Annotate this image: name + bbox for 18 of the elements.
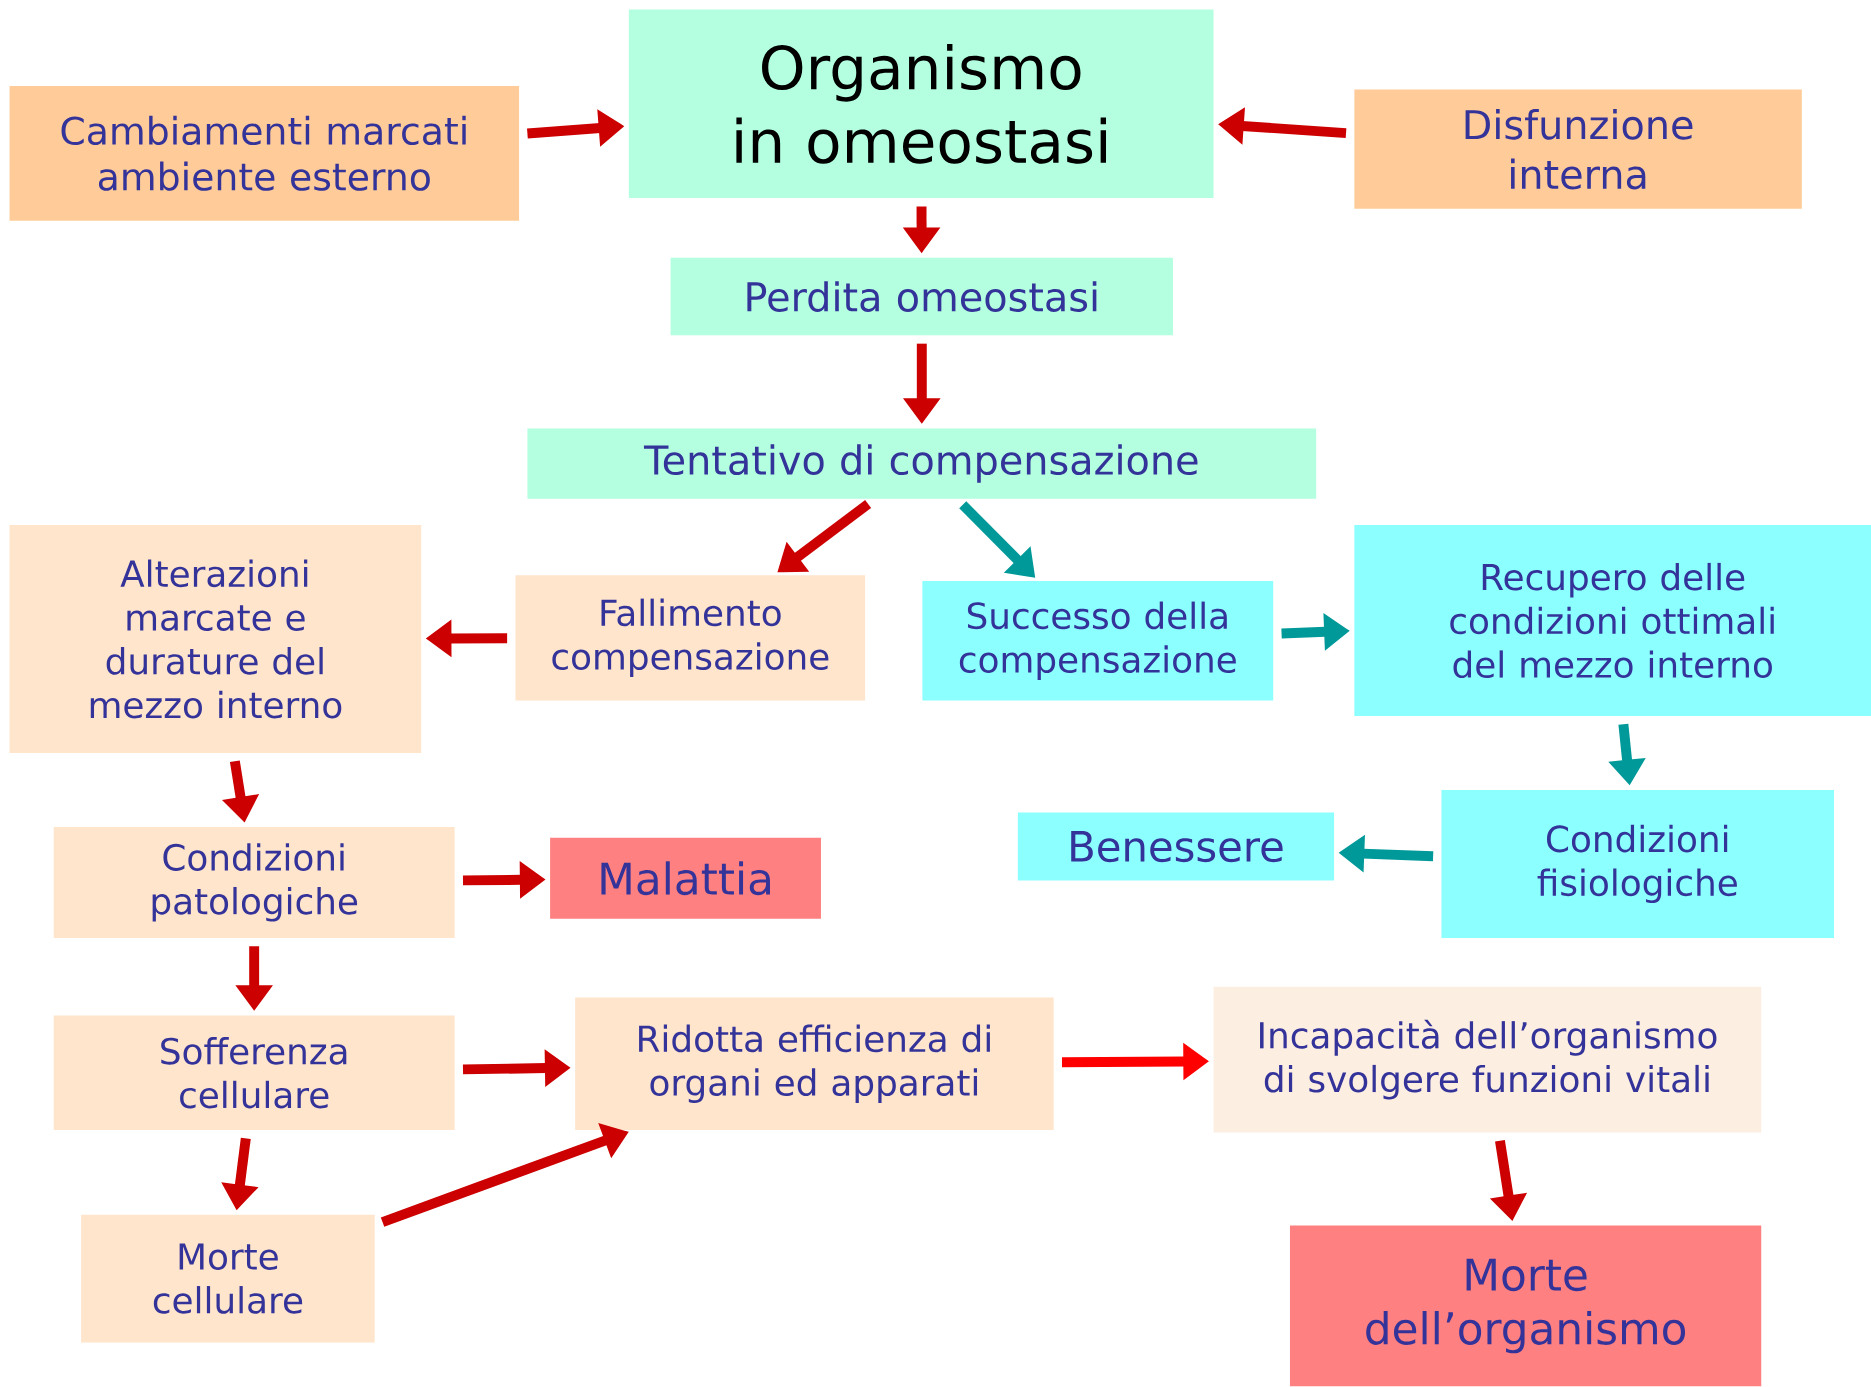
process-box: Sofferenza cellulare [53, 1015, 455, 1131]
process-box: Disfunzione interna [1354, 89, 1802, 210]
process-box: Condizioni patologiche [53, 827, 455, 939]
process-box: Fallimento compensazione [515, 575, 866, 701]
process-box: Benessere [1017, 812, 1335, 881]
process-box: Alterazioni marcate e durature del mezzo interno [9, 525, 422, 754]
process-box: Cambiamenti marcati ambiente esterno [9, 86, 520, 221]
process-box: Morte dell’organismo [1289, 1225, 1762, 1387]
process-box: Tentativo di compensazione [527, 428, 1317, 499]
process-box: Incapacità dell’organismo di svolgere funzioni vitali [1213, 987, 1762, 1133]
process-box: Recupero delle condizioni ottimali del mezzo interno [1354, 525, 1871, 717]
process-box: Ridotta efficienza di organi ed apparati [575, 997, 1054, 1131]
process-box: Condizioni fisiologiche [1441, 790, 1835, 939]
process-box: Successo della compensazione [922, 581, 1274, 701]
process-box: Morte cellulare [81, 1214, 375, 1343]
process-box: Perdita omeostasi [670, 257, 1173, 336]
process-box: Malattia [550, 837, 821, 919]
process-box: Organismo in omeostasi [628, 9, 1214, 199]
